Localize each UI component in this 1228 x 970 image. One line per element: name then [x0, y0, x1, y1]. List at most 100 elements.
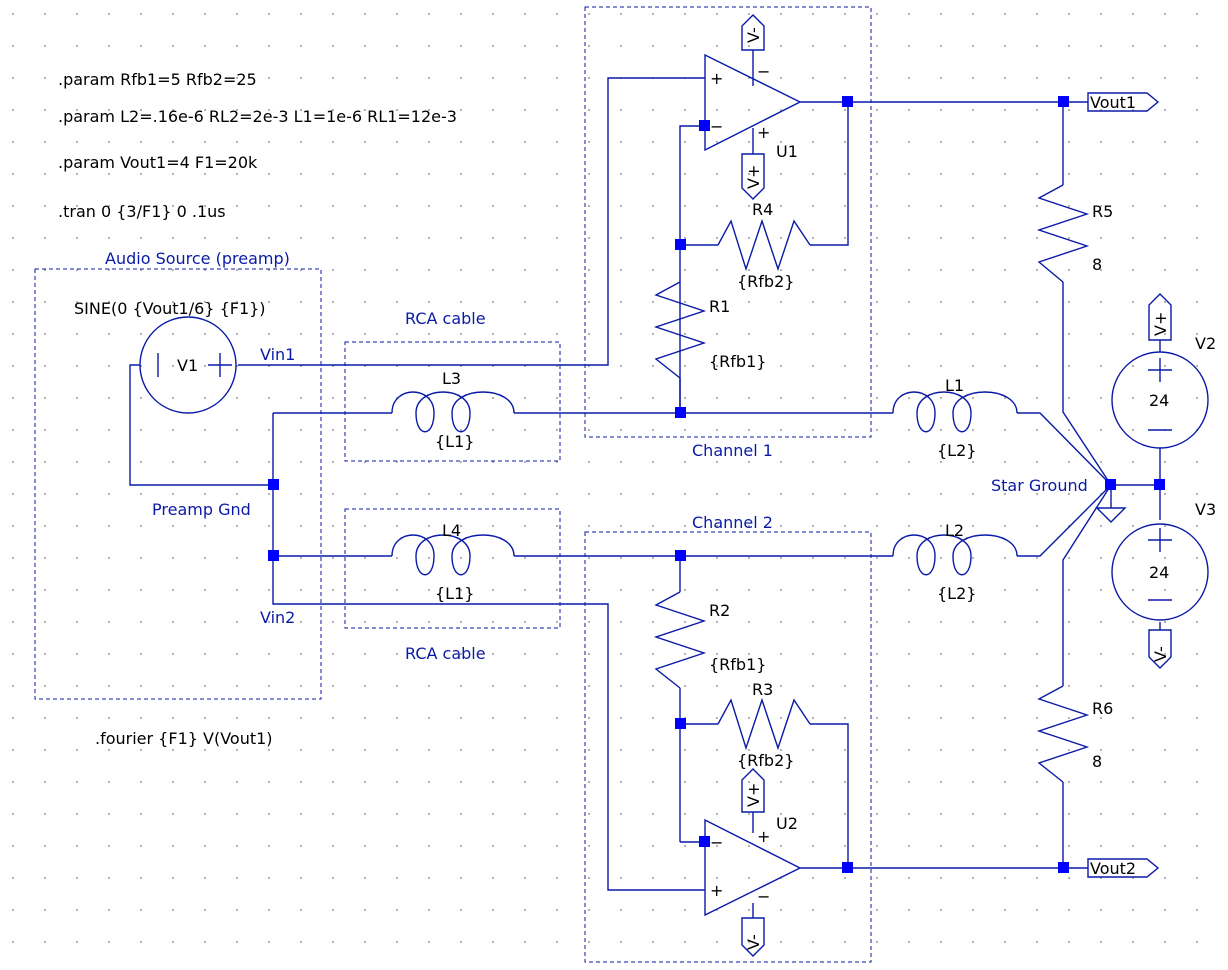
- v2-vplus-text: V+: [1151, 312, 1170, 336]
- l3-name: L3: [442, 369, 461, 388]
- u2-vplus-text: V+: [744, 783, 763, 807]
- v3-name: V3: [1195, 500, 1216, 519]
- opamp-u1[interactable]: + − − + U1: [704, 53, 802, 161]
- v3-value: 24: [1149, 563, 1169, 582]
- voltage-source-v2[interactable]: 24 V2: [1111, 334, 1216, 449]
- port-vout2[interactable]: Vout2: [1087, 858, 1160, 878]
- u1-plus-supply-mark: +: [757, 123, 770, 142]
- directive-tran[interactable]: .tran 0 {3/F1} 0 .1us: [58, 202, 226, 221]
- l4-value: {L1}: [435, 584, 474, 603]
- resistor-r5[interactable]: R5 8: [1036, 184, 1113, 283]
- resistor-r2[interactable]: R2 {Rfb1}: [653, 591, 766, 689]
- r6-name: R6: [1092, 699, 1113, 718]
- rca-cable-bottom-box: [344, 508, 561, 629]
- junction-node: [268, 550, 279, 561]
- voltage-source-v3[interactable]: 24 V3: [1111, 500, 1216, 621]
- r2-name: R2: [709, 601, 730, 620]
- l3-value: {L1}: [435, 432, 474, 451]
- u1-minus-supply-mark: −: [757, 62, 770, 81]
- u2-plus-supply-mark: +: [757, 827, 770, 846]
- junction-node: [268, 479, 279, 490]
- channel1-box: [584, 6, 872, 438]
- junction-node: [1105, 479, 1116, 490]
- resistor-r4[interactable]: R4 {Rfb2}: [717, 200, 811, 291]
- v2-name: V2: [1195, 334, 1216, 353]
- junction-node: [842, 862, 853, 873]
- voltage-source-v1[interactable]: V1 SINE(0 {Vout1/6} {F1}): [74, 299, 266, 414]
- r6-value: 8: [1092, 752, 1102, 771]
- junction-nodes: [268, 96, 1165, 873]
- audio-source-box: [34, 268, 322, 700]
- directive-param1[interactable]: .param Rfb1=5 Rfb2=25: [58, 70, 257, 89]
- port-vout2-label: Vout2: [1090, 859, 1136, 878]
- l4-name: L4: [442, 521, 461, 540]
- net-label-preamp-gnd: Preamp Gnd: [152, 500, 251, 519]
- rca-cable-bottom-label: RCA cable: [405, 644, 486, 663]
- junction-node: [1058, 862, 1069, 873]
- junction-node: [675, 550, 686, 561]
- l1-name: L1: [945, 376, 964, 395]
- r4-value: {Rfb2}: [737, 272, 794, 291]
- net-label-vin2: Vin2: [260, 608, 295, 627]
- u1-vplus-text: V+: [744, 165, 763, 189]
- u2-minus-supply-mark: −: [757, 887, 770, 906]
- u2-vminus-text: V-: [744, 934, 763, 950]
- junction-node: [699, 836, 710, 847]
- resistor-r6[interactable]: R6 8: [1036, 685, 1113, 783]
- resistor-r3[interactable]: R3 {Rfb2}: [717, 680, 811, 770]
- channel2-box: [584, 531, 872, 963]
- net-label-star-ground: Star Ground: [991, 476, 1088, 495]
- u2-vplus-flag: V+: [741, 768, 765, 813]
- l2-value: {L2}: [937, 584, 976, 603]
- r3-value: {Rfb2}: [737, 751, 794, 770]
- net-label-vin1: Vin1: [260, 345, 295, 364]
- r5-name: R5: [1092, 202, 1113, 221]
- u2-name: U2: [776, 814, 798, 833]
- opamp-u2[interactable]: − + + − U2: [704, 814, 802, 917]
- inductor-l4[interactable]: L4 {L1}: [391, 521, 515, 603]
- u1-minus-in-mark: −: [710, 117, 723, 136]
- junction-node: [842, 96, 853, 107]
- directive-param3[interactable]: .param Vout1=4 F1=20k: [58, 153, 258, 172]
- r1-value: {Rfb1}: [709, 352, 766, 371]
- ground-symbol: [1095, 507, 1127, 523]
- junction-node: [1154, 479, 1165, 490]
- v3-vminus-flag: V-: [1148, 629, 1172, 669]
- junction-node: [675, 407, 686, 418]
- rca-cable-top-box: [344, 341, 561, 462]
- inductor-l3[interactable]: L3 {L1}: [391, 369, 515, 451]
- v2-vplus-flag: V+: [1148, 293, 1172, 341]
- l2-name: L2: [945, 521, 964, 540]
- v1-value: SINE(0 {Vout1/6} {F1}): [74, 299, 266, 318]
- channel2-label: Channel 2: [692, 513, 773, 532]
- l1-value: {L2}: [937, 441, 976, 460]
- v2-value: 24: [1149, 391, 1169, 410]
- resistor-r1[interactable]: R1 {Rfb1}: [653, 281, 766, 379]
- inductor-l1[interactable]: L1 {L2}: [892, 376, 1018, 460]
- v3-vminus-text: V-: [1151, 646, 1170, 662]
- u2-plus-in-mark: +: [710, 881, 723, 900]
- rca-cable-top-label: RCA cable: [405, 309, 486, 328]
- junction-node: [1058, 96, 1069, 107]
- u1-vplus-flag: V+: [741, 153, 765, 200]
- port-vout1-label: Vout1: [1090, 93, 1136, 112]
- r3-name: R3: [752, 680, 773, 699]
- v1-name: V1: [177, 356, 198, 375]
- r2-value: {Rfb1}: [709, 655, 766, 674]
- u1-plus-in-mark: +: [710, 69, 723, 88]
- u2-vminus-flag: V-: [741, 917, 765, 957]
- junction-node: [699, 120, 710, 131]
- u1-name: U1: [776, 142, 798, 161]
- r5-value: 8: [1092, 255, 1102, 274]
- junction-node: [675, 239, 686, 250]
- junction-node: [675, 718, 686, 729]
- directive-fourier[interactable]: .fourier {F1} V(Vout1): [95, 729, 273, 748]
- port-vout1[interactable]: Vout1: [1087, 92, 1160, 112]
- directive-param2[interactable]: .param L2=.16e-6 RL2=2e-3 L1=1e-6 RL1=12…: [58, 107, 457, 126]
- audio-source-label: Audio Source (preamp): [105, 249, 290, 268]
- r1-name: R1: [709, 297, 730, 316]
- inductor-l2[interactable]: L2 {L2}: [892, 521, 1018, 603]
- u1-vminus-text: V-: [744, 27, 763, 43]
- r4-name: R4: [752, 200, 773, 219]
